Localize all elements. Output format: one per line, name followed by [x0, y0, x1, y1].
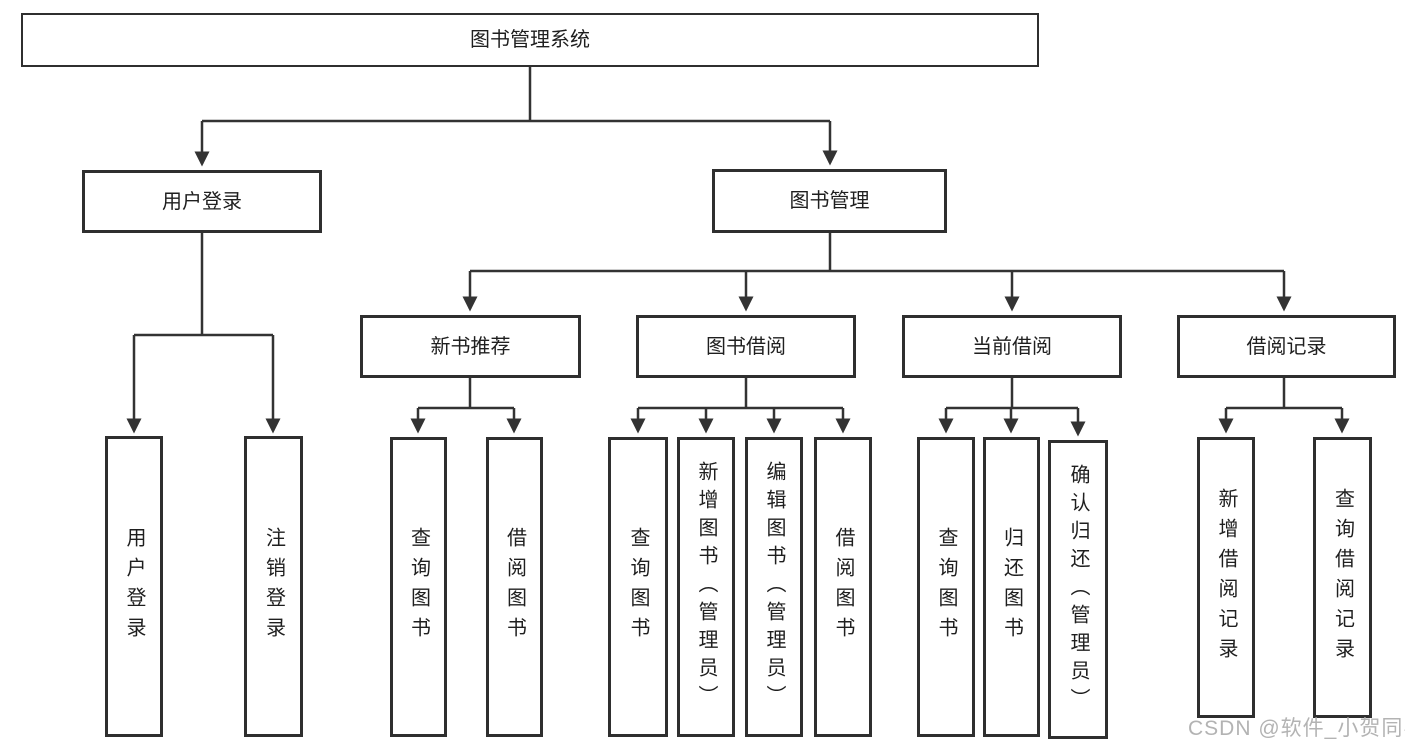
node-book-borrow: 图书借阅	[636, 315, 856, 378]
csdn-watermark: CSDN @软件_小贺同学	[1188, 717, 1405, 740]
node-root-library-system: 图书管理系统	[21, 13, 1039, 67]
leaf-return-books: 归还图书	[983, 437, 1040, 737]
edge-book-management-to-level3	[462, 233, 1292, 312]
node-borrow-records: 借阅记录	[1177, 315, 1396, 378]
edge-book-borrow-to-leaves	[630, 378, 851, 434]
leaf-borrow-books-recommend: 借阅图书	[486, 437, 543, 737]
leaf-confirm-return-admin: 确认归还（管理员）	[1048, 440, 1108, 739]
leaf-query-books-recommend: 查询图书	[390, 437, 447, 737]
edge-user-login-to-leaves	[126, 233, 281, 434]
leaf-borrow-books: 借阅图书	[814, 437, 872, 737]
leaf-edit-book-admin: 编辑图书（管理员）	[745, 437, 803, 737]
edge-current-borrow-to-leaves	[938, 378, 1086, 437]
edge-root-to-level2	[194, 67, 838, 167]
leaf-add-book-admin: 新增图书（管理员）	[677, 437, 735, 737]
leaf-query-borrow-record: 查询借阅记录	[1313, 437, 1372, 718]
leaf-logout-login: 注销登录	[244, 436, 303, 737]
leaf-user-login: 用户登录	[105, 436, 163, 737]
edge-borrow-records-to-leaves	[1218, 378, 1350, 434]
leaf-query-books-current: 查询图书	[917, 437, 975, 737]
leaf-query-books-borrow: 查询图书	[608, 437, 668, 737]
node-book-management: 图书管理	[712, 169, 947, 233]
node-user-login: 用户登录	[82, 170, 322, 233]
node-current-borrow: 当前借阅	[902, 315, 1122, 378]
edge-new-book-to-leaves	[410, 378, 522, 434]
leaf-add-borrow-record: 新增借阅记录	[1197, 437, 1255, 718]
node-new-book-recommend: 新书推荐	[360, 315, 581, 378]
